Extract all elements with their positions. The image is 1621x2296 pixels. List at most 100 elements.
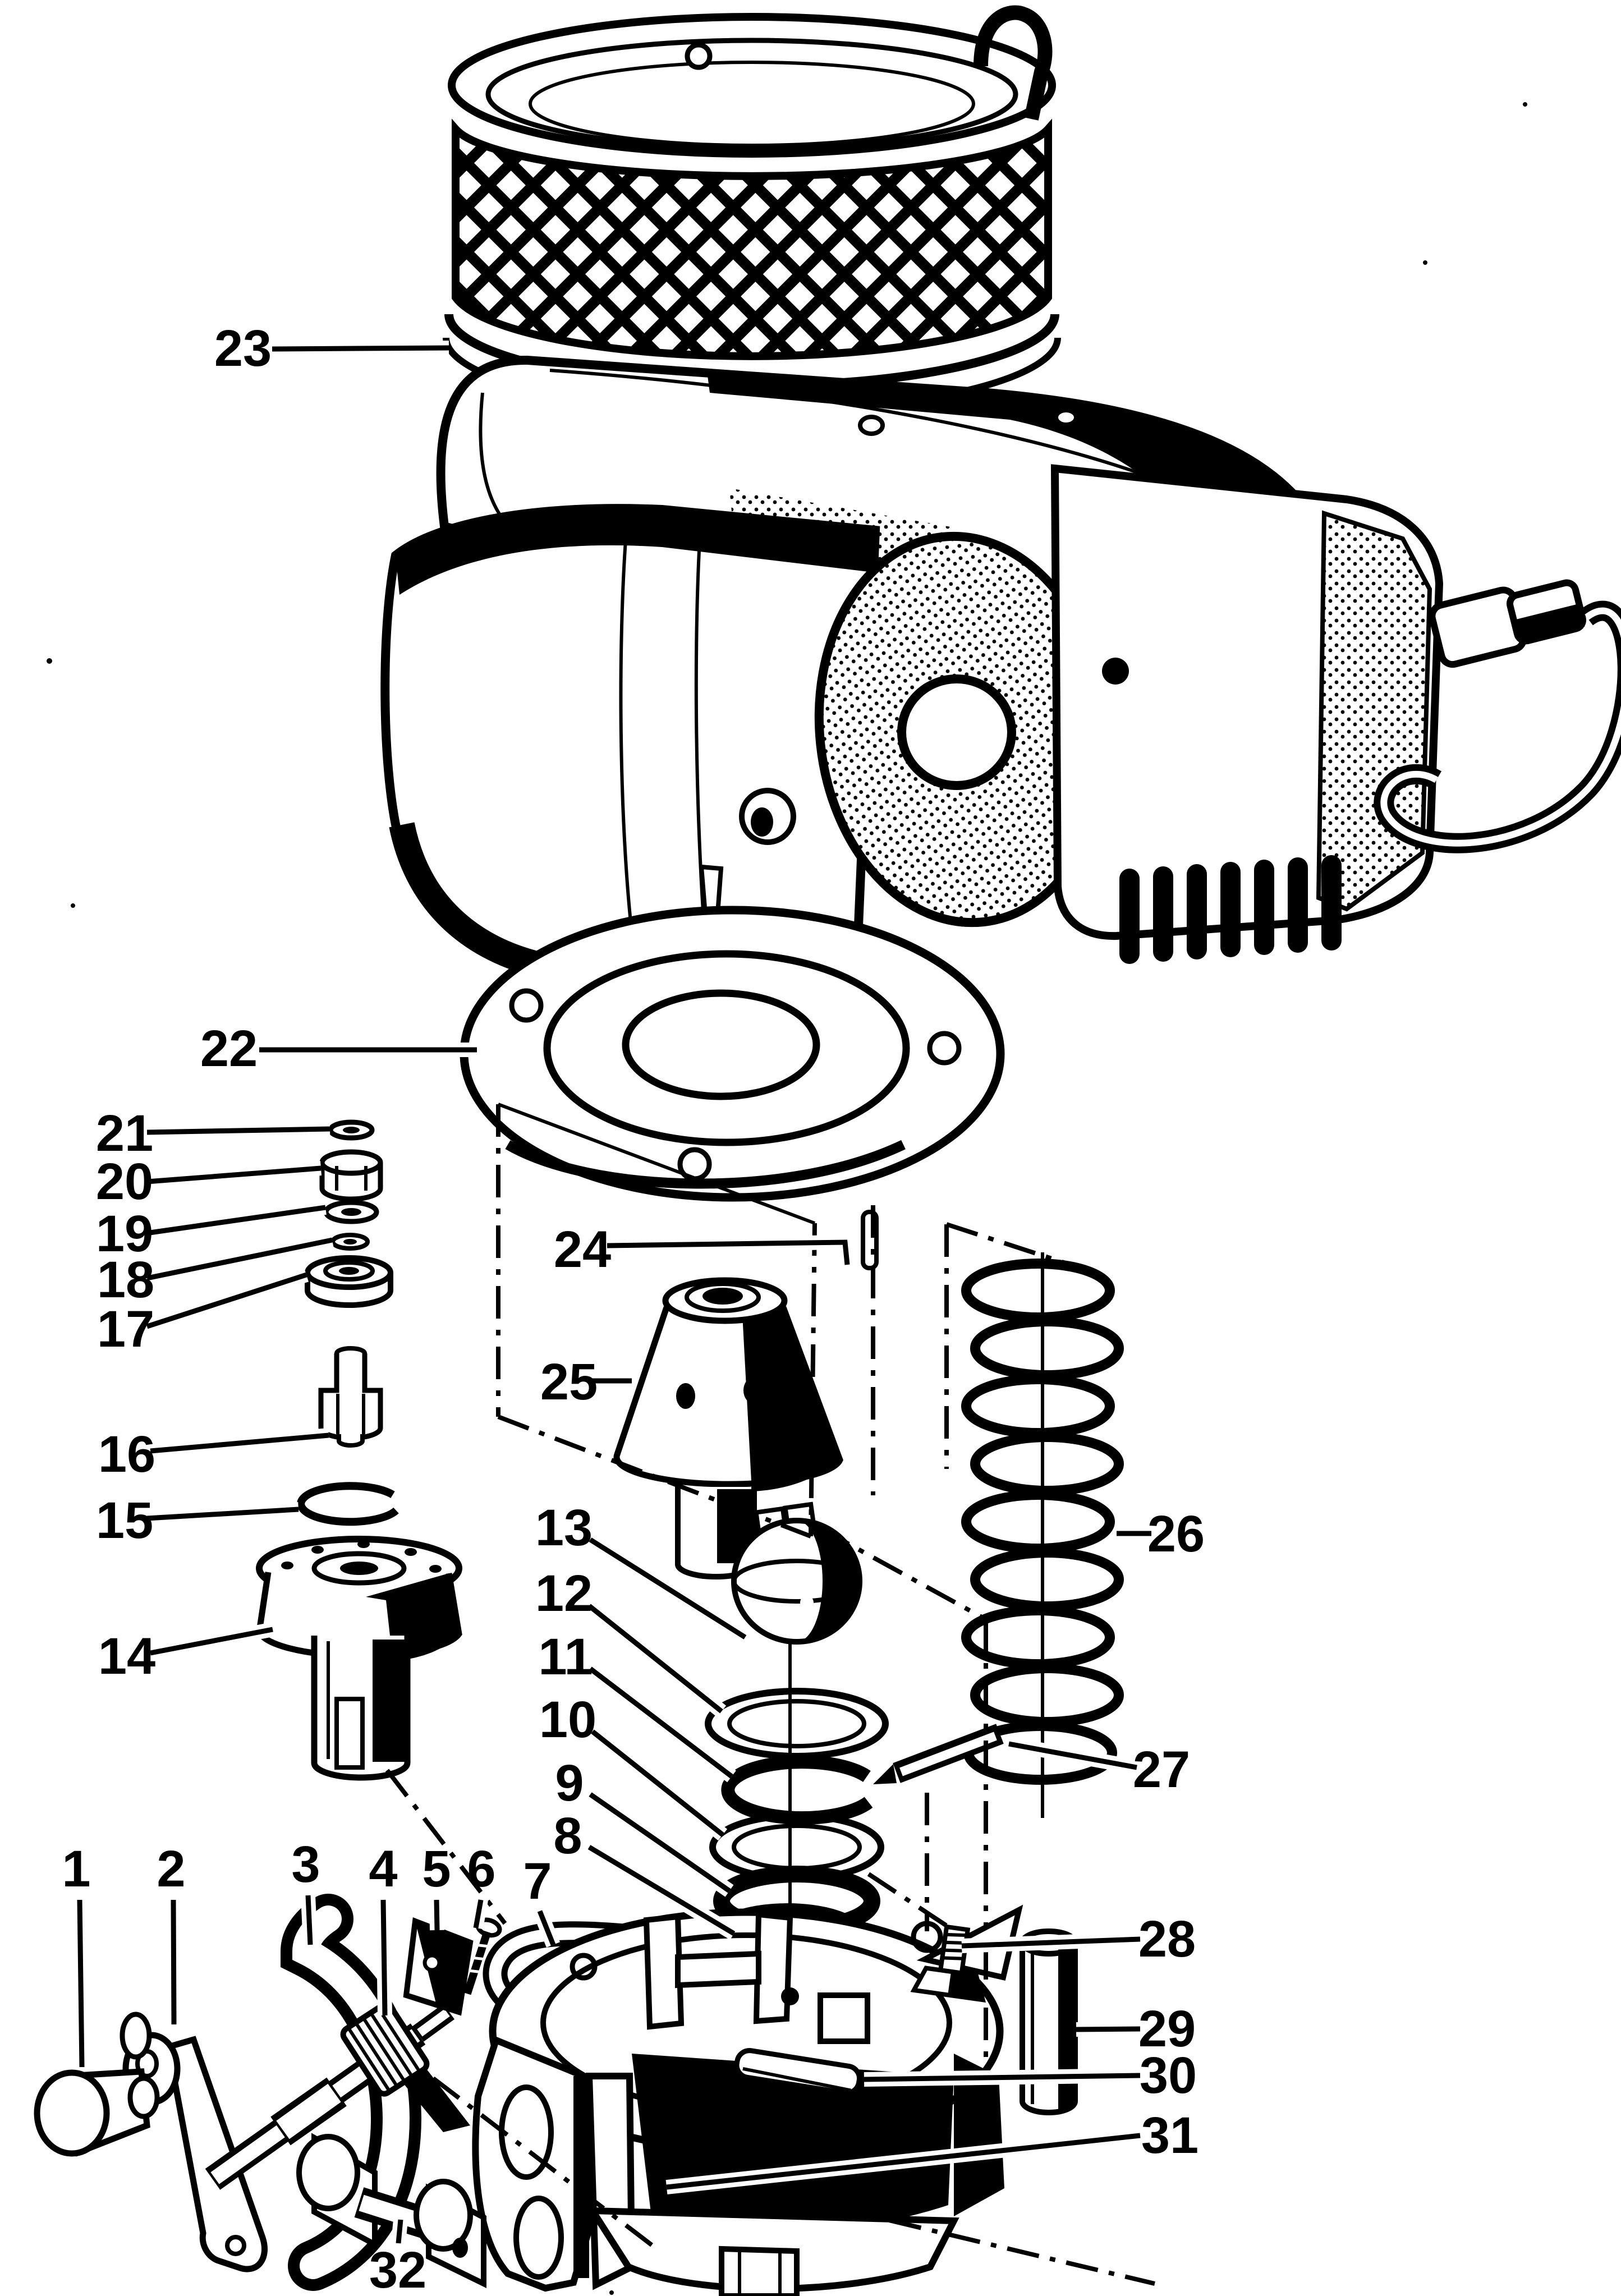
callout-label: 27 [1133,1741,1190,1798]
sleeve-29-shade [1058,1946,1075,2110]
flange-middle [543,950,910,1146]
callout-31: 31 [665,2107,1198,2194]
leader-line [146,1237,333,1281]
align-slide-bowl [385,1769,507,1925]
callout-label: 3 [291,1836,320,1893]
leader-line [146,1126,330,1135]
callout-3: 3 [291,1836,320,1945]
nut-20-top [319,1149,383,1176]
leader-line [607,1239,850,1265]
callout-label: 17 [97,1301,154,1358]
slide-14-slot [334,1697,365,1770]
callout-label: 8 [553,1807,582,1865]
callout-label: 10 [539,1691,596,1748]
cap-25-vent-2 [743,1377,763,1403]
callout-4: 4 [369,1840,398,2016]
needle-27-highlight [899,1732,997,1776]
callout-16: 16 [98,1426,330,1483]
scan-speck [609,2290,614,2295]
leader-line [396,2219,403,2244]
callout-label: 7 [523,1853,552,1910]
leader-line [589,1666,733,1779]
callout-label: 24 [554,1221,611,1278]
cap-14-rivet [311,1546,324,1554]
callout-30: 30 [864,2047,1197,2104]
leader-line [1008,1741,1137,1770]
lid-bolt [685,42,713,70]
callout-14: 14 [98,1622,274,1685]
callout-26: 26 [1117,1505,1205,1563]
leader-line [150,1627,273,1656]
leader-line [380,1899,388,2016]
bearing-17-hole [339,1267,359,1275]
float-13-dimple [800,1596,814,1609]
crankcase-face [1316,510,1432,912]
callout-11: 11 [538,1628,736,1783]
housing-dark-lobe [707,371,1316,614]
scan-speck [1523,102,1527,107]
callout-29: 29 [1076,2000,1196,2058]
callout-label: 26 [1147,1505,1205,1563]
jet-stack [256,1119,462,1781]
rod-tip-core [417,2009,450,2037]
callout-label: 29 [1138,2000,1196,2058]
callout-label: 30 [1140,2047,1197,2104]
crankcase-bolt [1102,658,1129,685]
callout-5: 5 [422,1840,451,1931]
leader-line [146,1507,299,1521]
callout-label: 28 [1138,1911,1196,1968]
callout-27: 27 [1007,1737,1190,1798]
callout-label: 11 [538,1628,593,1686]
float-13-shade [797,1521,860,1642]
roller-32 [296,2133,486,2289]
callout-24: 24 [554,1221,855,1278]
leader-line [666,2133,1141,2190]
hinge-crossbar [675,1950,761,1989]
callout-label: 21 [96,1105,153,1162]
anchor-plate-5 [403,1917,474,2016]
jet-16-tip [337,1434,365,1448]
align-spring-top [945,1222,1068,1266]
leader-line [146,1165,322,1184]
washer-12-inner [727,1699,866,1748]
callout-23: 23 [214,320,449,377]
scan-speck [47,658,52,664]
knob-1 [34,2068,160,2157]
washer-19-hole [341,1208,361,1216]
align-box-top [497,1103,816,1225]
drum-seam-1 [619,507,639,972]
align-box-bottom [497,1415,812,1539]
leader-line [587,1845,736,1936]
callout-7: 7 [523,1853,561,1948]
callout-label: 18 [97,1251,154,1308]
engine-block [380,464,1621,992]
callout-label: 5 [422,1840,451,1898]
clamp-prong-left [472,2035,592,2292]
callout-label: 20 [96,1153,153,1210]
callout-label: 15 [96,1492,153,1549]
leader-line [864,2073,1141,2082]
scan-speck [1423,260,1427,265]
knurled-nut-4 [340,2001,430,2097]
leader-line [77,1899,85,2068]
lid-inner-rim2 [529,61,975,147]
leader-line [171,1899,177,2025]
leader-line [305,1895,313,1945]
cap-25-shade [741,1283,839,1491]
callout-1: 1 [62,1840,91,2068]
align-bottom-right [830,2204,1155,2286]
snap-ring-15 [297,1482,399,1526]
housing-screw-1 [858,415,885,436]
leader-line [587,1604,723,1714]
air-filter-mesh-band [452,118,1052,360]
bearing-17-race [323,1260,375,1282]
flange-hole-1 [509,988,544,1023]
callout-label: 31 [1141,2107,1198,2164]
cap-14-shade [366,1573,459,1661]
callout-label: 12 [535,1565,593,1622]
callout-label: 6 [467,1840,495,1898]
drain-plug-shadow [751,807,773,837]
body-right-shade [954,2054,1004,2216]
flange-bore [622,989,820,1100]
ignition-wire-highlight [1380,607,1621,847]
